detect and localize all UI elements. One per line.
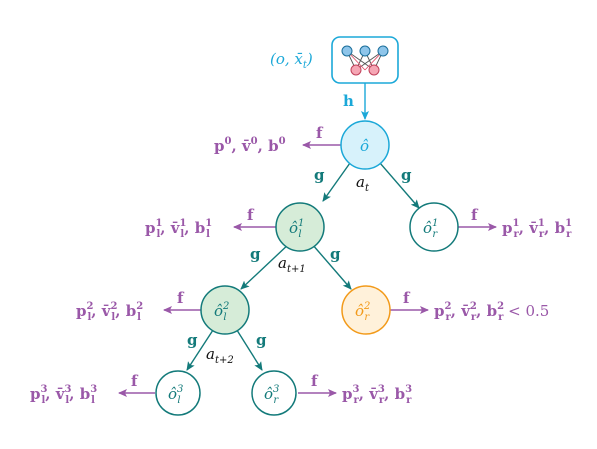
g-label-root-r1: g xyxy=(401,166,412,184)
f-label-l1: f xyxy=(247,206,255,224)
action-label-t1: at+1 xyxy=(278,254,306,275)
svg-text:ô3l: ô3l xyxy=(168,384,183,406)
h-edge-label: h xyxy=(343,92,354,110)
f-label-root: f xyxy=(316,124,324,142)
f-label-l2: f xyxy=(177,289,185,307)
neural-network-icon xyxy=(331,36,399,84)
output-root: p0, v̄0, b0 xyxy=(214,136,286,155)
f-label-r3: f xyxy=(311,372,319,390)
action-label-t: at xyxy=(356,173,370,194)
encoder-input-label: (o, x̄t) xyxy=(270,50,313,71)
f-label-l3: f xyxy=(131,372,139,390)
g-label-l1-l2: g xyxy=(250,245,261,263)
g-edge-l2-r3 xyxy=(234,326,263,371)
action-label-t2: at+2 xyxy=(206,345,234,366)
node-root: ô xyxy=(340,120,390,170)
g-edge-l2-l3 xyxy=(186,326,216,371)
svg-text:ô1r: ô1r xyxy=(423,218,438,240)
g-edge-l1-r2 xyxy=(311,243,352,290)
g-edge-l1-l2 xyxy=(240,241,292,290)
g-label-root-l1: g xyxy=(314,166,325,184)
g-edge-root-r1 xyxy=(379,162,420,209)
svg-text:ô: ô xyxy=(360,137,369,155)
svg-text:ô2r: ô2r xyxy=(355,301,370,323)
g-label-l1-r2: g xyxy=(330,245,341,263)
g-label-l2-l3: g xyxy=(187,331,198,349)
svg-text:ô1l: ô1l xyxy=(289,218,304,240)
f-label-r1: f xyxy=(471,206,479,224)
g-label-l2-r3: g xyxy=(256,331,267,349)
svg-text:ô3r: ô3r xyxy=(264,384,279,406)
svg-text:ô2l: ô2l xyxy=(214,301,229,323)
g-edge-root-l1 xyxy=(322,162,351,202)
f-label-r2: f xyxy=(403,289,411,307)
